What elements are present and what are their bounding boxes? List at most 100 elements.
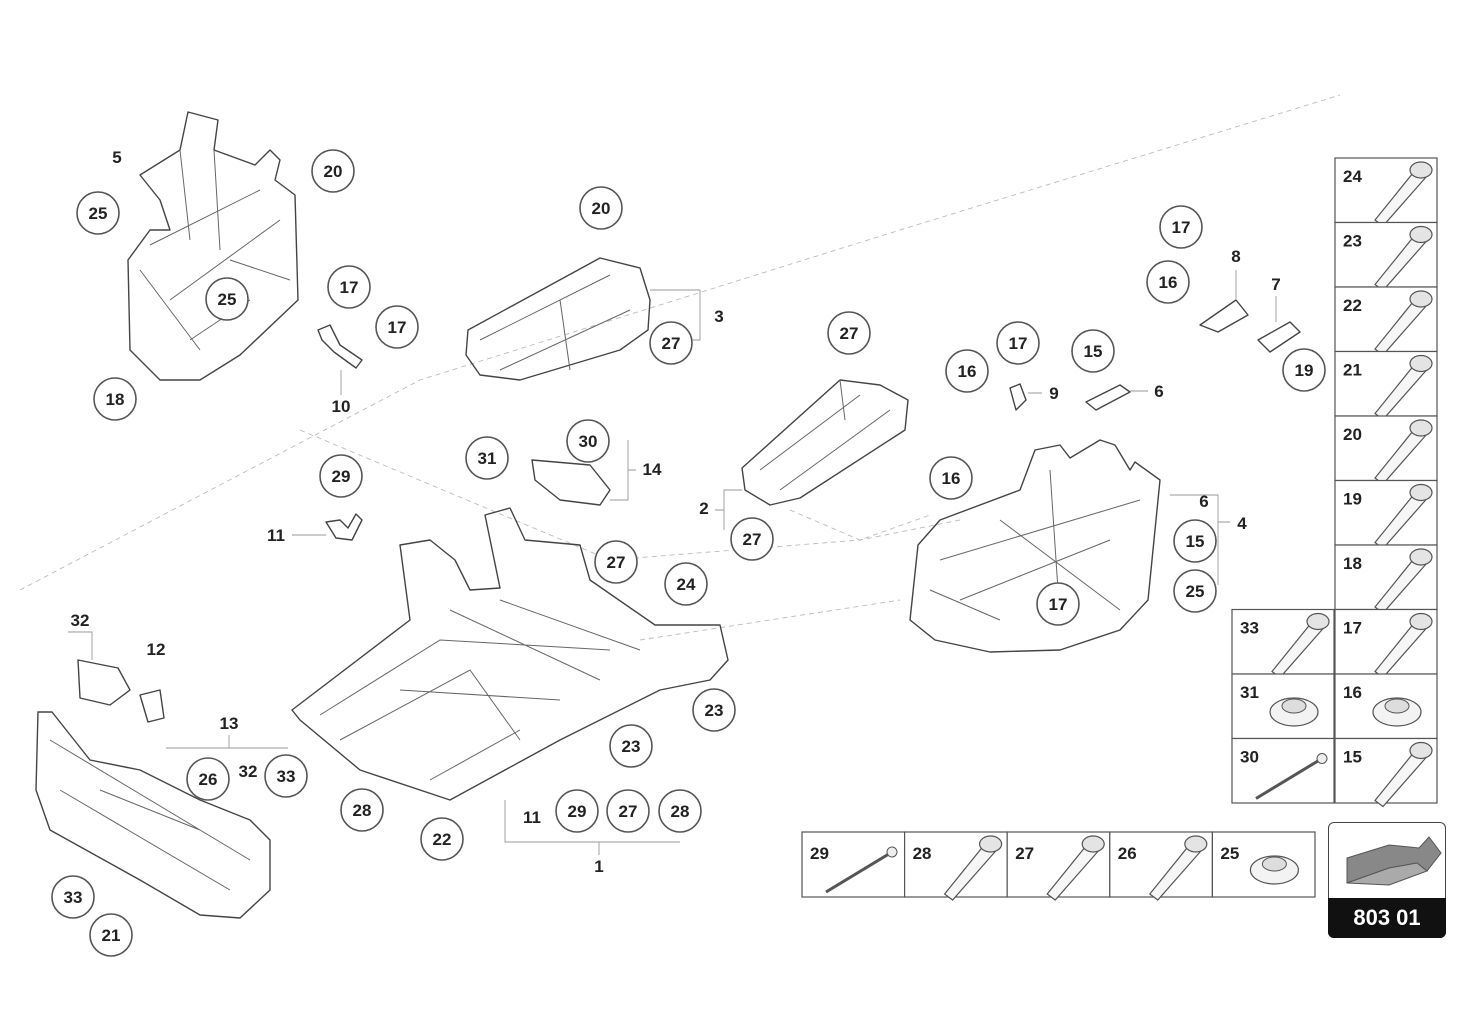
callout-29: 29: [319, 454, 363, 498]
callout-ring: [730, 517, 774, 561]
callout-27: 27: [649, 321, 693, 365]
callout-ring: [945, 349, 989, 393]
callout-number: 15: [1084, 342, 1103, 361]
part-label-6: 6: [1199, 492, 1208, 511]
callout-number: 33: [277, 767, 296, 786]
fastener-cell-33: 33: [1231, 608, 1335, 679]
fastener-icon: [825, 846, 898, 894]
callout-17: 17: [1036, 582, 1080, 626]
part-label-13: 13: [220, 714, 239, 733]
fastener-cell-22: 22: [1334, 286, 1438, 356]
callout-number: 30: [579, 432, 598, 451]
fastener-number: 31: [1240, 683, 1259, 702]
callout-16: 16: [945, 349, 989, 393]
fastener-icon: [1374, 225, 1433, 292]
callout-28: 28: [658, 789, 702, 833]
callout-29: 29: [555, 789, 599, 833]
front-left-frame: [127, 111, 299, 381]
fastener-cell-31: 31: [1231, 673, 1335, 740]
fastener-number: 22: [1343, 296, 1362, 315]
callout-number: 33: [64, 888, 83, 907]
callout-26: 26: [186, 757, 230, 801]
rear-right-frame: [909, 439, 1230, 653]
callout-ring: [606, 789, 650, 833]
fastener-cell-28: 28: [903, 831, 1008, 901]
callout-ring: [555, 789, 599, 833]
callout-ring: [205, 277, 249, 321]
fastener-cell-16: 16: [1334, 673, 1438, 740]
callout-27: 27: [606, 789, 650, 833]
fastener-icon: [943, 835, 1003, 901]
fastener-cell-24: 24: [1334, 157, 1438, 227]
fastener-icon: [1249, 855, 1300, 885]
callout-ring: [1282, 348, 1326, 392]
callout-25: 25: [205, 277, 249, 321]
callout-15: 15: [1173, 519, 1217, 563]
callout-23: 23: [609, 724, 653, 768]
callout-ring: [827, 311, 871, 355]
diagram-code-label: 803 01: [1328, 898, 1446, 938]
callout-27: 27: [827, 311, 871, 355]
fastener-cell-27: 27: [1006, 831, 1111, 901]
callout-ring: [658, 789, 702, 833]
fastener-number: 21: [1343, 361, 1362, 380]
fastener-icon: [1269, 697, 1319, 727]
callout-number: 27: [619, 802, 638, 821]
part-label-3: 3: [714, 307, 723, 326]
fastener-number: 18: [1343, 554, 1362, 573]
callout-17: 17: [327, 265, 371, 309]
part-label-7: 7: [1271, 275, 1280, 294]
callout-ring: [319, 454, 363, 498]
callout-number: 16: [958, 362, 977, 381]
callout-ring: [89, 913, 133, 957]
fastener-number: 26: [1118, 844, 1137, 863]
callout-number: 23: [622, 737, 641, 756]
callout-number: 24: [677, 575, 696, 594]
callout-20: 20: [579, 186, 623, 230]
callout-ring: [264, 754, 308, 798]
fastener-cell-25: 25: [1211, 831, 1316, 898]
bracket-14: [531, 440, 636, 506]
callout-ring: [327, 265, 371, 309]
fastener-cell-29: 29: [801, 831, 906, 898]
part-label-11: 11: [523, 808, 541, 827]
part-label-32: 32: [239, 762, 258, 781]
brackets-12-32: [68, 631, 165, 723]
callout-ring: [340, 788, 384, 832]
fastener-icon: [1374, 161, 1433, 227]
fastener-cell-20: 20: [1334, 415, 1438, 485]
callout-number: 19: [1295, 361, 1314, 380]
badge-arrow-icon: [1346, 836, 1442, 886]
fastener-number: 30: [1240, 748, 1259, 767]
callout-number: 16: [1159, 273, 1178, 292]
callout-ring: [692, 688, 736, 732]
callout-ring: [420, 817, 464, 861]
bracket-10: [317, 324, 363, 395]
fastener-cell-21: 21: [1334, 350, 1438, 421]
callout-18: 18: [93, 377, 137, 421]
callout-number: 26: [199, 770, 218, 789]
background-guides: [19, 94, 1341, 641]
callout-30: 30: [566, 419, 610, 463]
callout-ring: [1159, 205, 1203, 249]
callout-number: 29: [568, 802, 587, 821]
center-rail-2: [715, 379, 909, 530]
part-label-10: 10: [332, 397, 351, 416]
fastener-number: 24: [1343, 167, 1362, 186]
part-label-4: 4: [1237, 514, 1247, 533]
fastener-number: 16: [1343, 683, 1362, 702]
callout-number: 28: [353, 801, 372, 820]
callout-15: 15: [1071, 329, 1115, 373]
callout-ring: [1146, 260, 1190, 304]
fastener-number: 29: [810, 844, 829, 863]
fastener-number: 19: [1343, 490, 1362, 509]
part-label-14: 14: [643, 460, 662, 479]
fastener-number: 25: [1220, 844, 1239, 863]
fastener-number: 28: [913, 844, 932, 863]
callout-number: 15: [1186, 532, 1205, 551]
fastener-number: 17: [1343, 619, 1362, 638]
callout-number: 20: [324, 162, 343, 181]
